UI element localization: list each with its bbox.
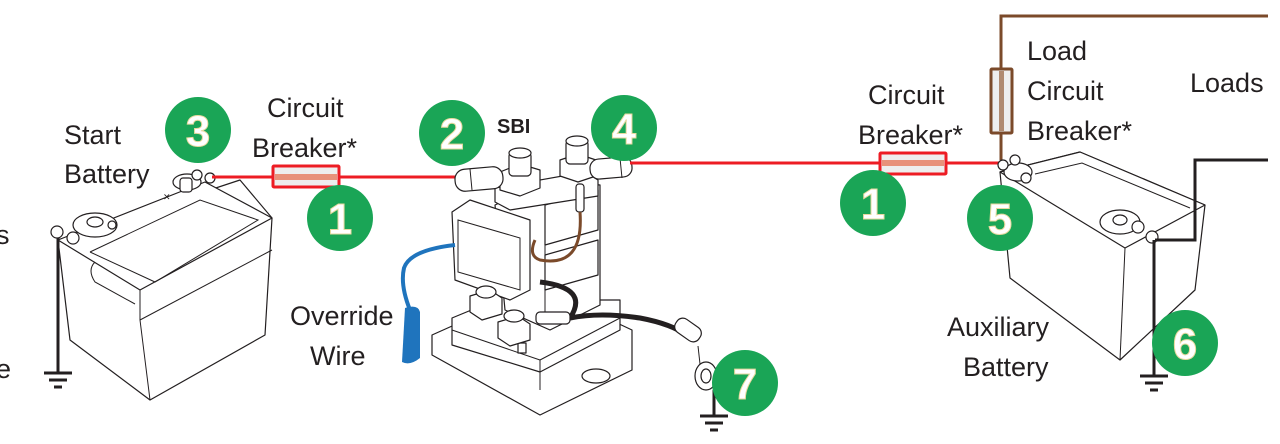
start-battery: ✕	[50, 169, 273, 401]
svg-text:4: 4	[612, 105, 637, 154]
circuit-breaker-right-label-line1: Circuit	[868, 80, 945, 110]
start-battery-label-line1: Start	[64, 120, 122, 150]
svg-text:5: 5	[988, 195, 1012, 244]
badge-1-right-breaker: 1	[840, 170, 906, 236]
circuit-breaker-left-label-line1: Circuit	[267, 93, 344, 123]
load-breaker-label-line2: Circuit	[1027, 76, 1104, 106]
circuit-breaker-right	[878, 151, 948, 176]
aux-battery-label-line2: Battery	[963, 352, 1049, 382]
circuit-breaker-right-label-line2: Breaker*	[858, 120, 964, 150]
badge-5-aux-battery-positive: 5	[967, 185, 1033, 251]
cropped-label-left-2: e	[0, 354, 11, 384]
override-wire	[400, 243, 456, 311]
load-breaker-label-line1: Load	[1027, 36, 1087, 66]
sbi-output-terminal	[559, 135, 597, 183]
badge-2-sbi-input: 2	[419, 100, 485, 166]
sbi-ground-stud	[469, 285, 531, 347]
svg-text:3: 3	[186, 107, 210, 156]
load-wire-negative	[1155, 158, 1268, 242]
loads-label: Loads	[1190, 68, 1264, 98]
load-breaker-label-line3: Breaker*	[1027, 116, 1133, 146]
badge-3-start-battery-positive: 3	[165, 97, 231, 163]
svg-text:7: 7	[733, 360, 757, 409]
sbi-output-lug	[589, 156, 633, 180]
badge-4-sbi-output: 4	[591, 95, 657, 161]
override-wire-label-line2: Wire	[310, 341, 366, 371]
sbi-internal-brown-wire	[530, 211, 582, 263]
override-wire-boot	[402, 306, 420, 364]
override-wire-label-line1: Override	[290, 301, 394, 331]
badge-7-sbi-ground: 7	[712, 350, 778, 416]
sbi-ground-cable	[539, 279, 690, 339]
svg-text:6: 6	[1173, 320, 1197, 369]
svg-text:2: 2	[440, 110, 464, 159]
ground-symbol-start-battery	[44, 371, 72, 389]
start-battery-label-line2: Battery	[64, 159, 150, 189]
sbi-mount-hole	[581, 368, 611, 384]
sbi-ground-ring-terminal	[674, 317, 718, 391]
aux-battery-label-line1: Auxiliary	[947, 312, 1050, 342]
sbi-input-lug	[454, 166, 504, 192]
ground-symbol-sbi	[700, 414, 728, 432]
svg-text:1: 1	[328, 195, 352, 244]
circuit-breaker-left	[271, 164, 341, 189]
sbi-label: SBI	[497, 116, 530, 138]
circuit-breaker-left-label-line2: Breaker*	[252, 133, 358, 163]
cropped-label-left-1: s	[0, 220, 10, 250]
start-battery-top	[57, 181, 273, 291]
svg-text:✕: ✕	[163, 192, 171, 202]
sbi-control-module	[451, 199, 531, 301]
sbi-device	[431, 135, 718, 416]
aux-battery-top	[999, 151, 1206, 249]
svg-text:1: 1	[861, 180, 885, 229]
badge-6-aux-battery-ground: 6	[1152, 310, 1218, 376]
load-circuit-breaker	[989, 67, 1014, 135]
sbi-input-terminal	[499, 147, 541, 197]
badge-1-left-breaker: 1	[307, 185, 373, 251]
ground-symbol-aux-battery	[1140, 374, 1168, 392]
